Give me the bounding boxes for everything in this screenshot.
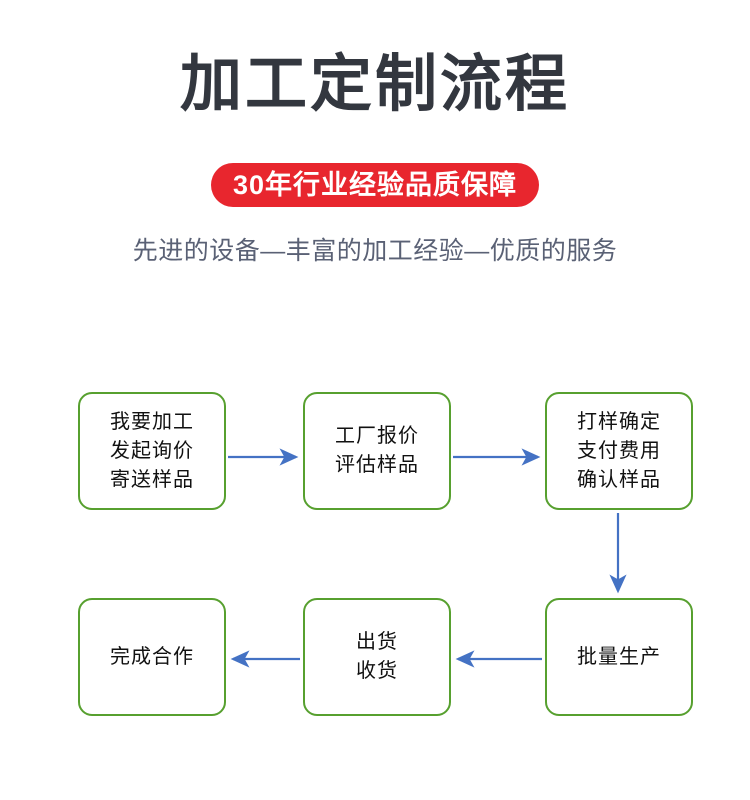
flow-node-request-processing[interactable]: 我要加工 发起询价 寄送样品 — [78, 392, 226, 510]
flow-node-line: 发起询价 — [110, 439, 194, 462]
page-subtitle: 先进的设备—丰富的加工经验—优质的服务 — [132, 237, 618, 265]
flow-node-line: 打样确定 — [577, 410, 661, 433]
flow-node-line: 确认样品 — [577, 468, 661, 491]
flow-node-line: 出货 — [356, 631, 398, 653]
flow-node-line: 寄送样品 — [110, 468, 194, 491]
flow-node-factory-quote[interactable]: 工厂报价 评估样品 — [303, 392, 451, 510]
flow-node-mass-production[interactable]: 批量生产 — [545, 598, 693, 716]
badge-container: 30年行业经验品质保障 — [0, 163, 750, 207]
experience-badge: 30年行业经验品质保障 — [210, 163, 540, 207]
page-title: 加工定制流程 — [179, 50, 570, 119]
flow-node-line: 批量生产 — [577, 645, 661, 668]
flow-node-shipping-receiving[interactable]: 出货 收货 — [303, 598, 451, 716]
flow-node-line: 支付费用 — [577, 439, 661, 462]
flow-node-line: 我要加工 — [110, 410, 194, 433]
flow-node-line: 完成合作 — [110, 645, 194, 668]
flow-node-line: 收货 — [356, 660, 398, 682]
flow-node-cooperation-complete[interactable]: 完成合作 — [78, 598, 226, 716]
flow-node-line: 工厂报价 — [335, 425, 419, 447]
flow-node-sample-confirm[interactable]: 打样确定 支付费用 确认样品 — [545, 392, 693, 510]
flow-node-line: 评估样品 — [335, 454, 419, 476]
